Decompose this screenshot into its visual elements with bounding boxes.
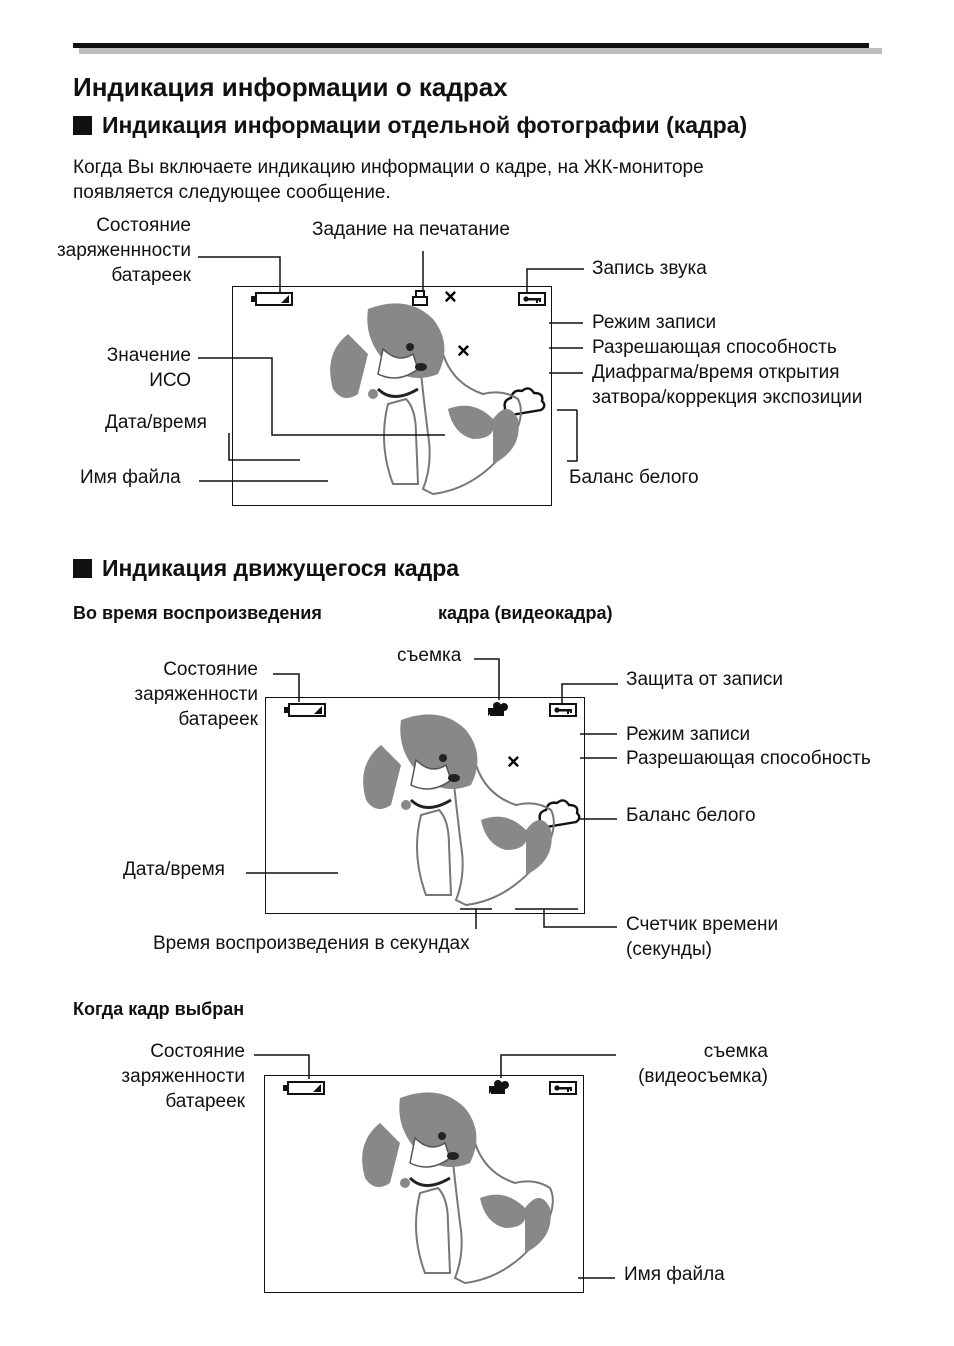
s1-iso-label: Значение ИСО xyxy=(60,343,191,393)
section1-heading-text: Индикация информации отдельной фотографи… xyxy=(102,112,748,138)
header-rule xyxy=(73,43,869,48)
s1-aperture-label: Диафрагма/время открытия затвора/коррекц… xyxy=(592,360,862,410)
key-icon xyxy=(518,292,546,306)
dog-illustration xyxy=(330,303,522,496)
dog-illustration xyxy=(363,714,555,907)
print-count-mark: × xyxy=(444,287,457,309)
print-icon xyxy=(412,290,428,306)
battery-icon xyxy=(284,703,326,717)
s2-battery-l3: батареек xyxy=(178,709,258,730)
bullet-square-icon xyxy=(73,116,92,135)
s2-protect-label: Защита от записи xyxy=(626,669,784,690)
s2-battery-label: Состояние заряженности батареек xyxy=(100,657,258,732)
s1-wb-label: Баланс белого xyxy=(569,467,699,488)
s3-battery-l2: заряженности xyxy=(121,1066,245,1087)
s2-shoot-label: съемка xyxy=(397,645,462,666)
s1-sound-label: Запись звука xyxy=(592,258,707,279)
center-mark: × xyxy=(457,338,470,363)
header-rule-shadow xyxy=(79,48,882,54)
s2-sub1-right: кадра (видеокадра) xyxy=(438,603,613,623)
lcd-screen-selected xyxy=(264,1075,584,1293)
s3-shoot-label: съемка (видеосъемка) xyxy=(620,1039,768,1089)
cloud-icon xyxy=(503,387,546,417)
s1-aperture-l1: Диафрагма/время открытия xyxy=(592,362,840,383)
s3-battery-l1: Состояние xyxy=(150,1041,245,1062)
section1-heading: Индикация информации отдельной фотографи… xyxy=(73,112,747,139)
s1-resolution-label: Разрешающая способность xyxy=(592,337,837,358)
s2-wb-label: Баланс белого xyxy=(626,805,756,826)
s3-battery-l3: батареек xyxy=(165,1091,245,1112)
s1-print-label: Задание на печатание xyxy=(312,219,510,240)
page-title: Индикация информации о кадрах xyxy=(73,72,508,102)
s3-battery-label: Состояние заряженности батареек xyxy=(90,1039,245,1114)
s3-shoot-l2: (видеосъемка) xyxy=(638,1066,768,1087)
s3-shoot-l1: съемка xyxy=(703,1041,768,1062)
intro-line-1: Когда Вы включаете индикацию информации … xyxy=(73,157,704,178)
s2-sub2-title: Когда кадр выбран xyxy=(73,999,245,1019)
intro-line-2: появляется следующее сообщение. xyxy=(73,182,391,203)
s3-filename-label: Имя файла xyxy=(624,1264,725,1285)
s1-mode-label: Режим записи xyxy=(592,312,717,333)
s1-battery-label: Состояние заряженнности батареек xyxy=(30,213,191,288)
battery-icon xyxy=(283,1081,325,1095)
s1-aperture-l2: затвора/коррекция экспозиции xyxy=(592,387,863,408)
lcd-screen-photo: × × xyxy=(232,286,552,506)
movie-camera-icon xyxy=(488,702,508,716)
s2-sub1-left: Во время воспроизведения xyxy=(73,603,322,623)
s2-counter-label: Счетчик времени (секунды) xyxy=(626,912,778,962)
s1-filename-label: Имя файла xyxy=(80,467,181,488)
s2-counter-l2: (секунды) xyxy=(626,939,712,960)
bullet-square-icon xyxy=(73,559,92,578)
s1-datetime-label: Дата/время xyxy=(105,412,207,433)
s2-playtime-label: Время воспроизведения в секундах xyxy=(153,933,470,954)
dog-illustration xyxy=(362,1092,554,1285)
s2-datetime-label: Дата/время xyxy=(123,859,225,880)
center-mark: × xyxy=(507,749,520,774)
s1-battery-l3: батареек xyxy=(111,265,191,286)
battery-icon xyxy=(251,292,293,306)
s1-iso-l1: Значение xyxy=(106,345,191,366)
key-icon xyxy=(549,703,577,717)
section2-heading-text: Индикация движущегося кадра xyxy=(102,555,460,581)
s1-battery-l1: Состояние xyxy=(96,215,191,236)
s1-battery-l2: заряженнности xyxy=(56,240,191,261)
key-icon xyxy=(549,1081,577,1095)
cloud-icon xyxy=(538,799,581,829)
s2-counter-l1: Счетчик времени xyxy=(626,914,779,935)
lcd-screen-movie: × xyxy=(265,697,585,914)
s2-battery-l1: Состояние xyxy=(163,659,258,680)
s1-iso-l2: ИСО xyxy=(149,370,191,391)
s2-mode-label: Режим записи xyxy=(626,724,751,745)
s2-resolution-label: Разрешающая способность xyxy=(626,748,871,769)
section2-heading: Индикация движущегося кадра xyxy=(73,555,459,582)
movie-camera-icon xyxy=(489,1080,509,1094)
s2-battery-l2: заряженности xyxy=(134,684,258,705)
